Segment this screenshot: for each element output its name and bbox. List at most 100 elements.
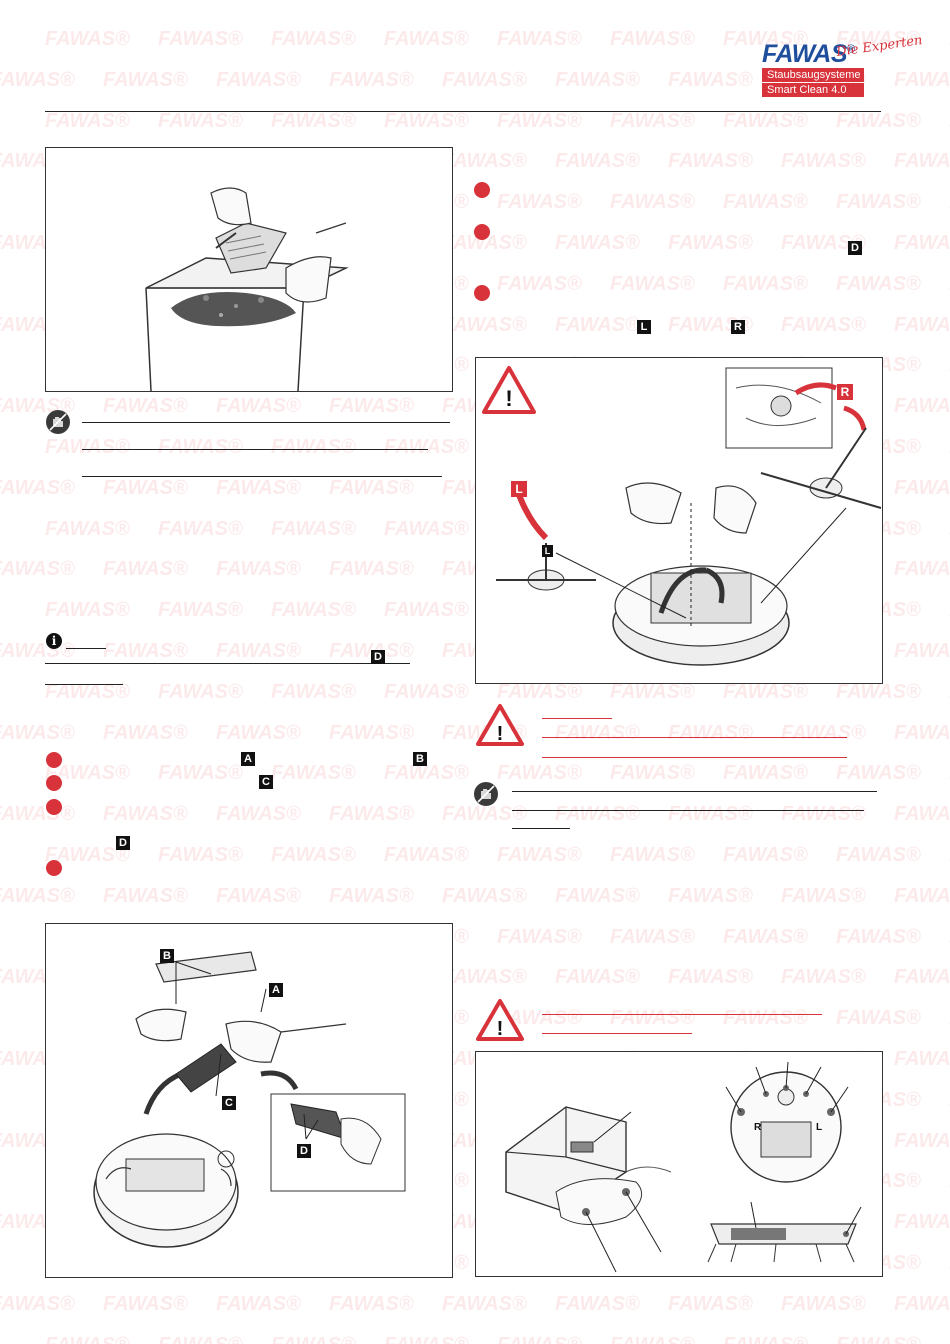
watermark-text: FAWAS® <box>668 721 753 744</box>
watermark-text: FAWAS® <box>610 925 695 948</box>
watermark-text: FAWAS® <box>723 1007 808 1030</box>
watermark-text: FAWAS® <box>271 844 356 866</box>
watermark-text: FAWAS® <box>894 1129 950 1152</box>
watermark-text: FAWAS® <box>668 68 753 91</box>
watermark-text: FAWAS® <box>610 844 695 866</box>
watermark-text: FAWAS® <box>555 884 640 907</box>
watermark-text: FAWAS® <box>216 803 301 826</box>
watermark-text: FAWAS® <box>158 599 243 622</box>
watermark-text: FAWAS® <box>0 476 75 499</box>
watermark-text: FAWAS® <box>45 1334 130 1344</box>
watermark-text: FAWAS® <box>0 1292 75 1315</box>
watermark-text: FAWAS® <box>610 1334 695 1344</box>
svg-text:R: R <box>754 1122 762 1133</box>
figure-side-brushes: ! R L L <box>475 357 883 684</box>
logo-line-2: Smart Clean 4.0 <box>762 83 864 97</box>
watermark-text: FAWAS® <box>555 232 640 254</box>
watermark-text: FAWAS® <box>158 680 243 703</box>
watermark-text: FAWAS® <box>836 844 921 866</box>
label-r-badge: R <box>837 384 853 400</box>
watermark-text: FAWAS® <box>329 803 414 826</box>
svg-text:!: ! <box>505 386 512 411</box>
watermark-text: FAWAS® <box>0 558 75 581</box>
watermark-text: FAWAS® <box>0 68 75 91</box>
warning-triangle-icon: ! <box>476 704 524 746</box>
watermark-text: FAWAS® <box>384 599 469 622</box>
watermark-text: FAWAS® <box>555 150 640 173</box>
watermark-text: FAWAS® <box>668 1292 753 1315</box>
step-bullet <box>474 285 490 301</box>
label-a-badge: A <box>269 983 283 997</box>
watermark-text: FAWAS® <box>103 395 188 418</box>
watermark-text: FAWAS® <box>894 558 950 581</box>
watermark-text: FAWAS® <box>723 925 808 948</box>
figure-dustbin-emptying <box>45 147 453 392</box>
watermark-text: FAWAS® <box>0 803 75 826</box>
note-line <box>45 684 123 685</box>
side-brush-illustration: ! <box>482 366 882 666</box>
note-line <box>82 449 428 450</box>
watermark-text: FAWAS® <box>497 191 582 214</box>
figure-sensors: R L <box>475 1051 883 1277</box>
watermark-text: FAWAS® <box>836 272 921 295</box>
watermark-text: FAWAS® <box>158 436 243 458</box>
warning-triangle-icon: ! <box>476 999 524 1041</box>
watermark-text: FAWAS® <box>836 680 921 703</box>
label-b-badge: B <box>160 949 174 963</box>
watermark-text: FAWAS® <box>781 313 866 336</box>
watermark-text: FAWAS® <box>555 313 640 336</box>
label-d-badge: D <box>116 836 130 850</box>
watermark-text: FAWAS® <box>836 109 921 132</box>
watermark-text: FAWAS® <box>384 436 469 458</box>
watermark-text: FAWAS® <box>103 640 188 662</box>
watermark-text: FAWAS® <box>497 762 582 785</box>
watermark-text: FAWAS® <box>836 191 921 214</box>
watermark-text: FAWAS® <box>103 476 188 499</box>
watermark-text: FAWAS® <box>894 395 950 418</box>
watermark-text: FAWAS® <box>781 1292 866 1315</box>
watermark-text: FAWAS® <box>781 966 866 989</box>
watermark-text: FAWAS® <box>384 109 469 132</box>
watermark-text: FAWAS® <box>781 150 866 173</box>
watermark-text: FAWAS® <box>384 680 469 703</box>
step-bullet <box>46 799 62 815</box>
label-d-badge: D <box>297 1144 311 1158</box>
note-line <box>512 810 864 811</box>
watermark-text: FAWAS® <box>216 395 301 418</box>
label-a-badge: A <box>241 752 255 766</box>
label-l-badge: L <box>511 481 527 497</box>
watermark-text: FAWAS® <box>555 721 640 744</box>
watermark-text: FAWAS® <box>271 680 356 703</box>
watermark-text: FAWAS® <box>894 803 950 826</box>
watermark-text: FAWAS® <box>216 558 301 581</box>
figure-brush-removal: B A C D <box>45 923 453 1278</box>
label-c-badge: C <box>222 1096 236 1110</box>
watermark-text: FAWAS® <box>0 640 75 662</box>
watermark-text: FAWAS® <box>158 28 243 50</box>
watermark-text: FAWAS® <box>610 1007 695 1030</box>
watermark-text: FAWAS® <box>894 150 950 173</box>
watermark-text: FAWAS® <box>497 844 582 866</box>
watermark-text: FAWAS® <box>894 1211 950 1234</box>
logo-script: Die Experten <box>835 33 924 60</box>
watermark-text: FAWAS® <box>894 1048 950 1070</box>
watermark-text: FAWAS® <box>158 517 243 540</box>
label-r-badge: R <box>731 320 745 334</box>
watermark-text: FAWAS® <box>723 1334 808 1344</box>
watermark-text: FAWAS® <box>497 680 582 703</box>
watermark-text: FAWAS® <box>894 476 950 499</box>
note-line <box>66 648 106 649</box>
warning-line <box>542 1033 692 1034</box>
watermark-text: FAWAS® <box>103 1292 188 1315</box>
watermark-text: FAWAS® <box>45 599 130 622</box>
watermark-text: FAWAS® <box>384 1334 469 1344</box>
warning-line <box>542 1014 822 1015</box>
watermark-text: FAWAS® <box>894 966 950 989</box>
watermark-text: FAWAS® <box>271 517 356 540</box>
watermark-text: FAWAS® <box>894 232 950 254</box>
watermark-text: FAWAS® <box>271 1334 356 1344</box>
label-d-badge: D <box>848 241 862 255</box>
watermark-text: FAWAS® <box>216 884 301 907</box>
watermark-text: FAWAS® <box>442 68 527 91</box>
watermark-text: FAWAS® <box>329 884 414 907</box>
